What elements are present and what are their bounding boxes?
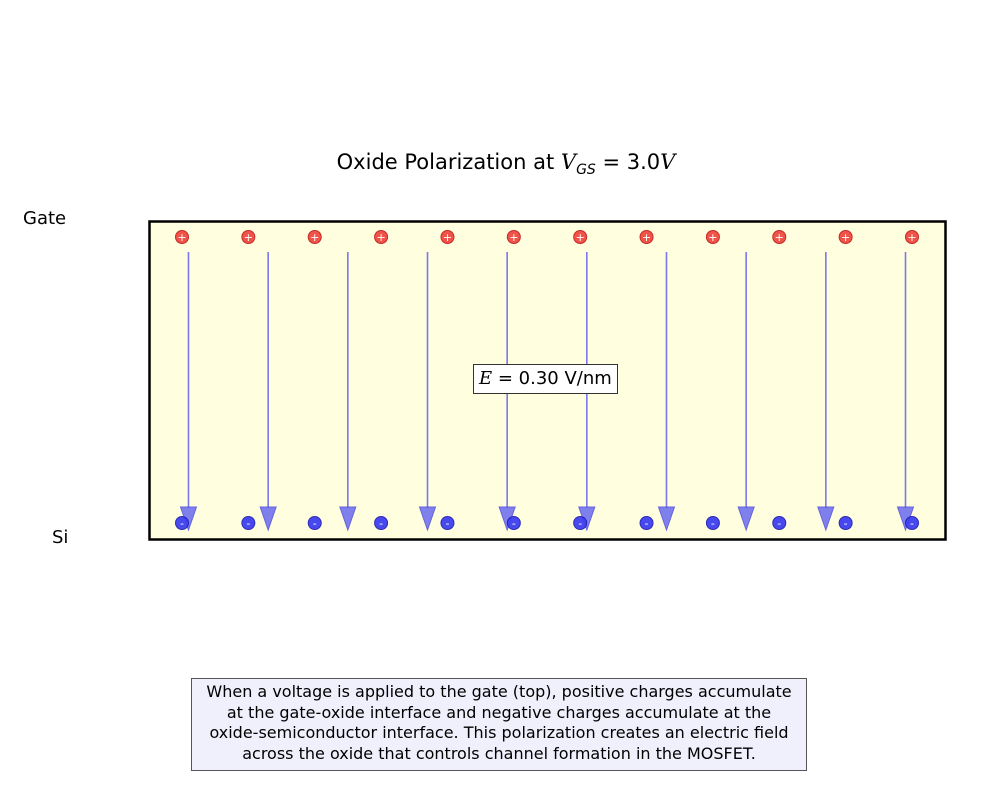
svg-text:+: + [642,231,651,244]
svg-text:-: - [645,517,649,530]
field-arrow [737,252,755,532]
positive-charge: + [573,230,588,244]
positive-charge: + [905,230,919,244]
negative-charge: - [705,516,720,530]
svg-text:-: - [180,517,184,530]
positive-charge: + [838,230,853,244]
svg-text:-: - [512,517,516,530]
negative-charge: - [838,516,853,530]
positive-charge: + [241,230,256,244]
negative-charges: ------------ [175,516,919,530]
svg-text:-: - [711,517,715,530]
caption-line: oxide-semiconductor interface. This pola… [209,723,789,743]
svg-text:-: - [777,517,781,530]
field-arrows [179,252,915,532]
negative-charge: - [772,516,787,530]
svg-text:+: + [841,231,850,244]
title-voltage-symbol: V [560,150,577,174]
caption-line: across the oxide that controls channel f… [242,744,756,764]
electric-field-label: E = 0.30 V/nm [473,364,618,394]
negative-charge: - [175,516,189,530]
svg-text:-: - [844,517,848,530]
field-arrow [339,252,357,532]
gate-label: Gate [23,208,67,229]
negative-charge: - [506,516,521,530]
svg-text:-: - [379,517,383,530]
caption-line: at the gate-oxide interface and negative… [226,702,772,722]
svg-text:+: + [708,231,717,244]
svg-text:+: + [177,231,186,244]
negative-charge: - [905,516,919,530]
field-arrow [418,252,437,532]
positive-charge: + [639,230,654,244]
svg-text:+: + [244,231,253,244]
title-voltage-subscript: GS [576,162,596,179]
negative-charge: - [573,516,588,530]
negative-charge: - [307,516,322,530]
svg-text:+: + [509,231,518,244]
si-label: Si [52,527,69,548]
positive-charge: + [506,230,521,244]
svg-text:+: + [576,231,585,244]
title-prefix: Oxide Polarization at [336,150,561,174]
field-arrow [817,252,835,532]
svg-text:-: - [910,517,914,530]
svg-text:-: - [445,517,449,530]
caption-box: When a voltage is applied to the gate (t… [191,678,807,771]
positive-charge: + [705,230,720,244]
svg-text:-: - [313,517,317,530]
negative-charge: - [241,516,256,530]
positive-charge: + [175,230,189,244]
field-arrow [259,252,277,532]
svg-text:+: + [775,231,784,244]
positive-charge: + [440,230,455,244]
svg-text:-: - [578,517,582,530]
field-value: = 0.30 V/nm [492,368,612,389]
negative-charge: - [639,516,654,530]
title-voltage-value: = 3.0 [595,150,661,174]
negative-charge: - [374,516,389,530]
svg-text:-: - [246,517,250,530]
negative-charge: - [440,516,455,530]
positive-charge: + [772,230,787,244]
svg-text:+: + [907,231,916,244]
positive-charge: + [307,230,322,244]
svg-text:+: + [310,231,319,244]
svg-text:+: + [376,231,385,244]
title-voltage-unit: V [660,150,676,174]
diagram-title: Oxide Polarization at VGS = 3.0V [0,150,1000,178]
field-symbol: E [479,368,493,389]
positive-charge: + [374,230,389,244]
positive-charges: + + + + + + + + + + + + [175,230,919,244]
field-arrow [657,252,676,532]
caption-line: When a voltage is applied to the gate (t… [206,682,792,701]
svg-text:+: + [443,231,452,244]
